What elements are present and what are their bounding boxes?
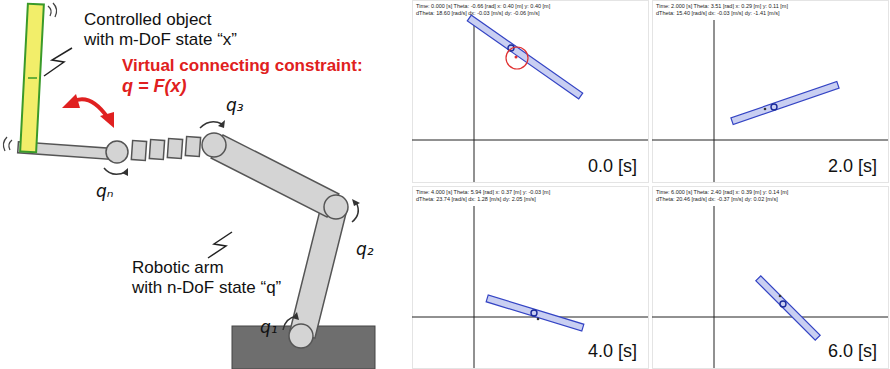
- constraint-formula: q = F(x): [122, 76, 187, 97]
- state-readout: dTheta: 18.60 [rad/s] dx: -0.03 [m/s] dy…: [416, 10, 540, 16]
- rod: [756, 276, 820, 340]
- joint-label: q₃: [226, 96, 244, 116]
- state-readout: dTheta: 15.40 [rad/s] dx: -0.03 [m/s] dy…: [656, 10, 780, 16]
- arm-label: with n-DoF state “q”: [132, 278, 281, 298]
- object-label: with m-DoF state “x”: [84, 30, 237, 50]
- joint-label: qₙ: [96, 182, 114, 202]
- arm-segment: [131, 141, 146, 161]
- arm-segment: [185, 137, 200, 157]
- rod: [731, 81, 839, 124]
- rod: [486, 295, 584, 331]
- leader-line: [44, 48, 72, 76]
- joint: [106, 141, 128, 163]
- arm-link: [211, 135, 339, 217]
- time-label: 6.0 [s]: [828, 341, 877, 362]
- state-readout: Time: 2.000 [s] Theta: 3.51 [rad] x: 0.2…: [656, 3, 788, 9]
- state-readout: Time: 4.000 [s] Theta: 5.94 [rad] x: 0.3…: [416, 189, 550, 195]
- leader-line: [208, 232, 232, 258]
- controlled-object: [20, 4, 44, 153]
- state-readout: Time: 0.000 [s] Theta: -0.66 [rad] x: 0.…: [416, 3, 550, 9]
- joint-label: q₁: [260, 318, 278, 338]
- arm-link: [290, 206, 347, 338]
- joint: [289, 324, 313, 348]
- constraint-label: Virtual connecting constraint:: [122, 56, 363, 76]
- time-label: 2.0 [s]: [828, 156, 877, 177]
- joint: [324, 195, 348, 219]
- state-readout: Time: 6.000 [s] Theta: 2.40 [rad] x: 0.3…: [656, 189, 788, 195]
- state-readout: dTheta: 20.46 [rad/s] dx: -0.37 [m/s] dy…: [656, 196, 778, 202]
- state-readout: dTheta: 23.74 [rad/s] dx: 1.28 [m/s] dy:…: [416, 196, 536, 202]
- time-label: 4.0 [s]: [588, 341, 637, 362]
- time-label: 0.0 [s]: [588, 156, 637, 177]
- arm-label: Robotic arm: [132, 258, 224, 278]
- arm-segment: [149, 140, 164, 160]
- joint-label: q₂: [356, 240, 374, 260]
- rod: [467, 15, 582, 99]
- arm-segment: [167, 139, 182, 159]
- joint: [202, 133, 226, 157]
- object-label: Controlled object: [84, 10, 212, 30]
